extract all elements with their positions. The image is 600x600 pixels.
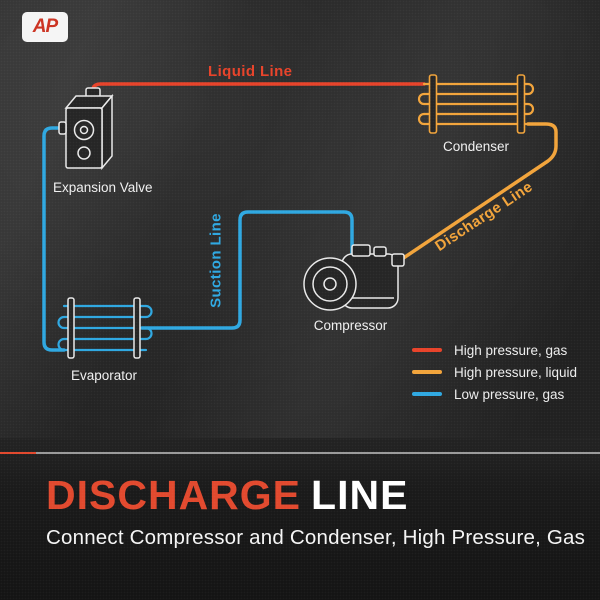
legend: High pressure, gas High pressure, liquid… [412, 343, 577, 409]
legend-swatch-high-pressure-gas [412, 348, 442, 352]
legend-item: High pressure, liquid [412, 364, 578, 380]
ac-system-diagram [42, 74, 558, 359]
low-pressure-return-path [42, 126, 68, 352]
footer-divider-accent [0, 452, 36, 454]
suction-line-path [140, 210, 354, 330]
condenser-drawing [417, 74, 535, 134]
brand-logo-text: AP [32, 16, 58, 37]
condenser-label: Condenser [442, 139, 510, 154]
legend-swatch-low-pressure-gas [412, 392, 442, 396]
footer-title-primary: DISCHARGE [46, 472, 302, 518]
footer-subtitle: Connect Compressor and Condenser, High P… [46, 526, 586, 549]
liquid-line-label: Liquid Line [208, 63, 293, 80]
suction-line-label: Suction Line [207, 213, 225, 308]
legend-swatch-high-pressure-liquid [412, 370, 442, 374]
legend-item: Low pressure, gas [412, 386, 577, 402]
legend-label: Low pressure, gas [454, 386, 565, 402]
discharge-line-path [400, 122, 558, 261]
legend-label: High pressure, gas [454, 342, 568, 358]
legend-item: High pressure, gas [412, 342, 577, 358]
liquid-line-path [91, 82, 426, 100]
evaporator-drawing [57, 297, 153, 359]
expansion-valve-drawing [58, 87, 114, 171]
compressor-label: Compressor [313, 318, 388, 333]
legend-label: High pressure, liquid [454, 364, 578, 380]
compressor-drawing [303, 244, 405, 311]
evaporator-label: Evaporator [70, 368, 138, 383]
brand-logo: AP [22, 12, 68, 42]
footer-divider [0, 452, 600, 454]
expansion-valve-label: Expansion Valve [53, 180, 153, 195]
footer-title-secondary: LINE [311, 472, 409, 518]
